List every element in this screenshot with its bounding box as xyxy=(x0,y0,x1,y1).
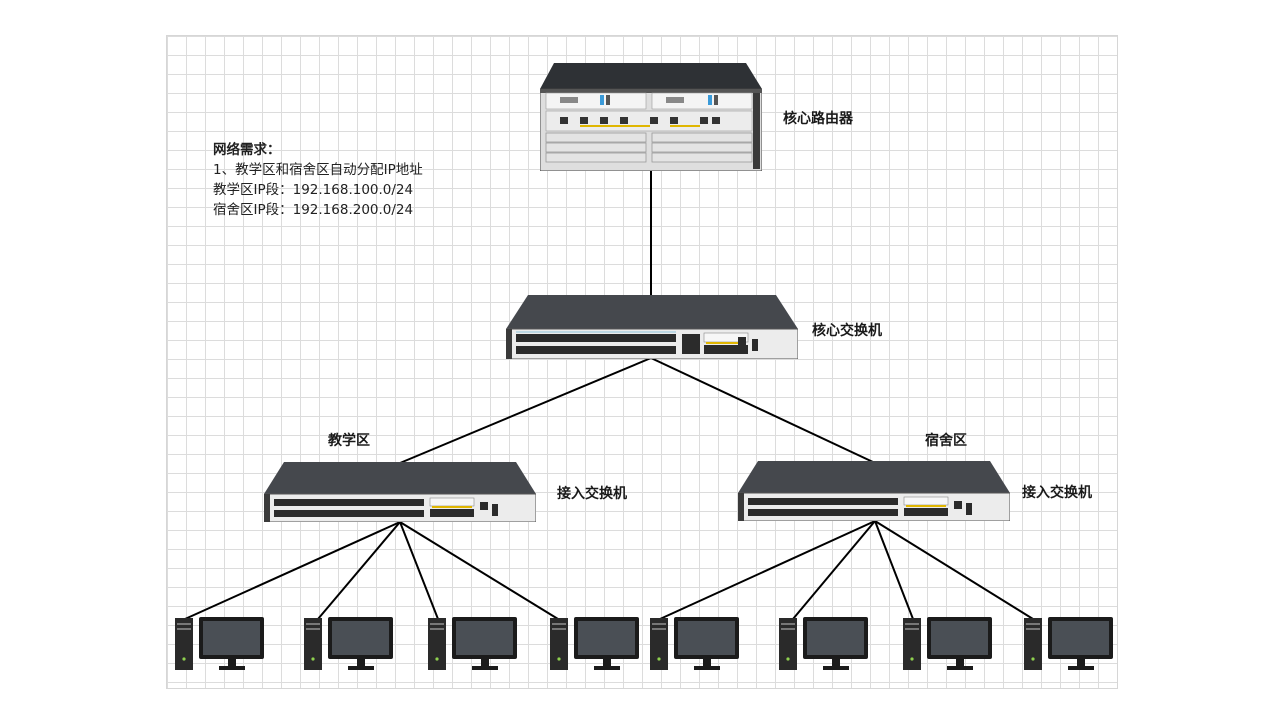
link-access-left-pc1 xyxy=(184,521,401,620)
pc-4[interactable] xyxy=(549,615,641,675)
desktop-pc-icon xyxy=(1024,617,1113,670)
desktop-pc-icon xyxy=(175,617,264,670)
switch-icon xyxy=(737,461,1011,522)
pc-3[interactable] xyxy=(427,615,519,675)
link-access-left-pc2 xyxy=(317,521,401,620)
link-access-right-pc5 xyxy=(659,520,876,620)
link-access-right-pc8 xyxy=(874,520,1034,620)
requirements-line-3: 宿舍区IP段：192.168.200.0/24 xyxy=(213,202,414,218)
desktop-pc-icon xyxy=(903,617,992,670)
pc-5[interactable] xyxy=(649,615,741,675)
access-switch-right[interactable] xyxy=(737,461,1011,525)
router-icon xyxy=(539,63,763,172)
core-router-label: 核心路由器 xyxy=(783,111,853,127)
pc-7[interactable] xyxy=(902,615,994,675)
network-requirements: 网络需求： 1、教学区和宿舍区自动分配IP地址 教学区IP段：192.168.1… xyxy=(213,140,423,220)
requirements-line-2: 教学区IP段：192.168.100.0/24 xyxy=(213,182,414,198)
pc-1[interactable] xyxy=(174,615,266,675)
link-access-right-pc7 xyxy=(874,520,914,620)
link-access-left-pc3 xyxy=(399,521,439,620)
link-access-right-pc6 xyxy=(792,520,876,620)
access-switch-right-label: 接入交换机 xyxy=(1022,485,1092,501)
core-router[interactable] xyxy=(539,63,763,175)
desktop-pc-icon xyxy=(304,617,393,670)
switch-icon xyxy=(263,462,537,523)
requirements-line-1: 1、教学区和宿舍区自动分配IP地址 xyxy=(213,162,423,178)
switch-icon xyxy=(505,295,799,360)
teaching-zone-label: 教学区 xyxy=(328,433,370,449)
core-switch[interactable] xyxy=(505,295,799,363)
access-switch-left[interactable] xyxy=(263,462,537,526)
link-access-left-pc4 xyxy=(399,521,559,620)
dorm-zone-label: 宿舍区 xyxy=(925,433,967,449)
link-core-access-right xyxy=(650,357,874,463)
core-switch-label: 核心交换机 xyxy=(812,323,882,339)
desktop-pc-icon xyxy=(550,617,639,670)
pc-2[interactable] xyxy=(303,615,395,675)
desktop-pc-icon xyxy=(650,617,739,670)
access-switch-left-label: 接入交换机 xyxy=(557,486,627,502)
pc-6[interactable] xyxy=(778,615,870,675)
desktop-pc-icon xyxy=(779,617,868,670)
desktop-pc-icon xyxy=(428,617,517,670)
requirements-title: 网络需求： xyxy=(213,142,281,158)
pc-8[interactable] xyxy=(1023,615,1115,675)
link-core-access-left xyxy=(399,357,652,464)
